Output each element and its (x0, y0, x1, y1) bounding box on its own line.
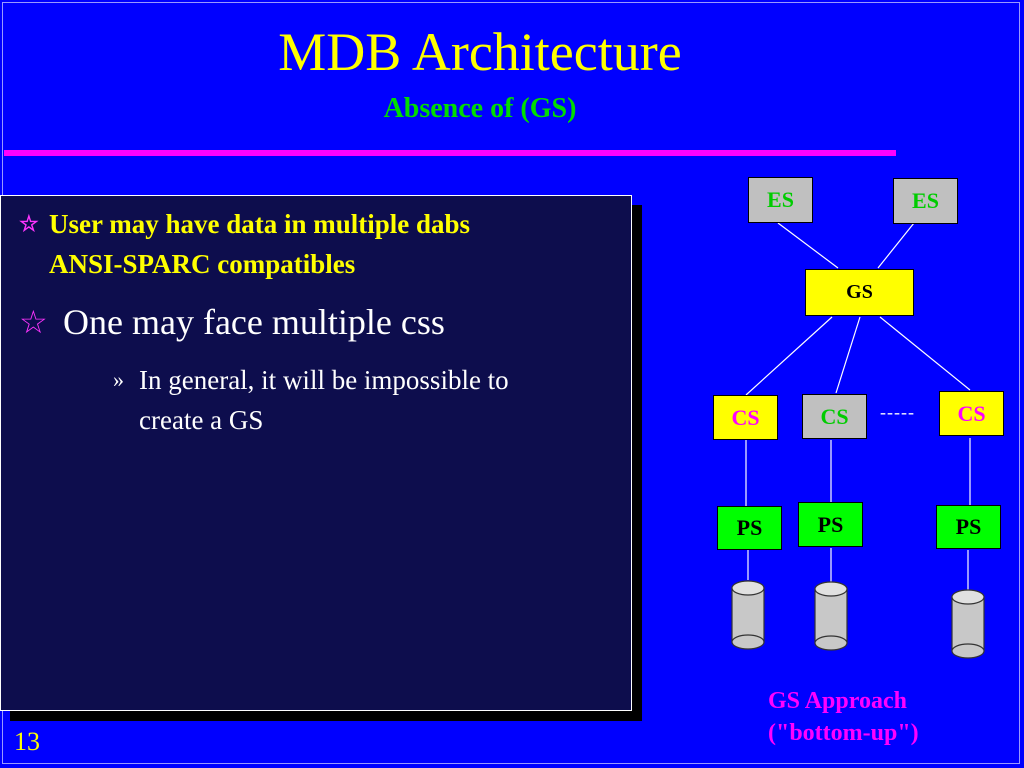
bullet-2-text: One may face multiple css (63, 302, 445, 342)
cs-box-1: CS (713, 395, 778, 440)
connector-gs-cs2 (835, 316, 861, 394)
diagram-caption: GS Approach ("bottom-up") (768, 685, 919, 749)
sub-bullet-line-2: create a GS (139, 405, 264, 435)
sub-bullet-line-1: In general, it will be impossible to (139, 365, 509, 395)
bullet-1-line-1: User may have data in multiple dabs (49, 209, 471, 239)
connector-gs-cs3 (879, 316, 971, 391)
title-divider (4, 150, 896, 156)
sub-bullet-marker: » (113, 367, 124, 392)
cs-box-3: CS (939, 391, 1004, 436)
ps-box-2: PS (798, 502, 863, 547)
connector-es1-gs (777, 222, 839, 269)
bullet-1-line-2: ANSI-SPARC compatibles (49, 249, 356, 279)
ps-box-1: PS (717, 506, 782, 550)
slide-subtitle: Absence of (GS) (383, 93, 577, 124)
bullet-1: ☆ User may have data in multiple dabs AN… (19, 204, 619, 284)
caption-line-1: GS Approach (768, 688, 907, 714)
cs-ellipsis: ----- (880, 402, 915, 422)
star-icon: ☆ (19, 304, 48, 340)
page-number: 13 (14, 727, 40, 756)
caption-line-2: ("bottom-up") (768, 720, 919, 746)
sub-bullet: » In general, it will be impossible to c… (113, 360, 628, 440)
content-panel: ☆ User may have data in multiple dabs AN… (0, 195, 632, 711)
cs-box-2: CS (802, 394, 867, 439)
gs-box: GS (805, 269, 914, 316)
es-box-2: ES (893, 178, 958, 224)
bullet-2: ☆ One may face multiple css (19, 300, 619, 344)
cylinder-database-icon (951, 589, 985, 659)
connector-gs-cs1 (745, 316, 833, 396)
ps-box-3: PS (936, 505, 1001, 549)
cylinder-database-icon (814, 581, 848, 651)
es-box-1: ES (748, 177, 813, 223)
connector-es2-gs (877, 222, 915, 269)
cylinder-database-icon (731, 580, 765, 650)
slide-title: MDB Architecture (278, 22, 682, 82)
star-icon: ☆ (19, 211, 39, 236)
